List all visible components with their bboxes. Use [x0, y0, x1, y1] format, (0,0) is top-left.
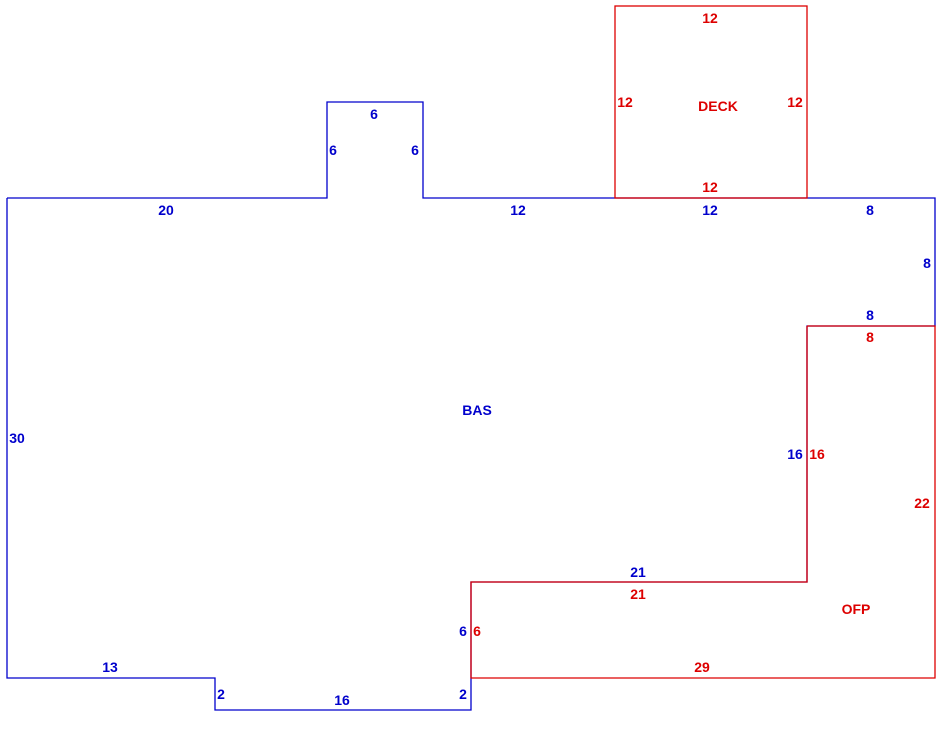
deck-area-label: DECK — [698, 98, 738, 114]
ofp-area-label: OFP — [842, 601, 871, 617]
bas-dim-top-left: 20 — [158, 202, 174, 218]
deck-dim-left: 12 — [617, 94, 633, 110]
deck-dim-right: 12 — [787, 94, 803, 110]
bas-dim-bottom-left: 13 — [102, 659, 118, 675]
bas-dim-top-right: 8 — [866, 202, 874, 218]
bas-area-label: BAS — [462, 402, 492, 418]
bas-dim-right-upper: 8 — [923, 255, 931, 271]
bas-dim-step-vertical: 16 — [787, 446, 803, 462]
ofp-dim-left-upper: 16 — [809, 446, 825, 462]
deck-outline — [614, 5, 808, 199]
deck-dim-bottom: 12 — [702, 179, 718, 195]
deck-dim-top: 12 — [702, 10, 718, 26]
ofp-dim-bottom: 29 — [694, 659, 710, 675]
ofp-dim-left-lower: 6 — [473, 623, 481, 639]
ofp-dim-top: 8 — [866, 329, 874, 345]
bas-dim-bump-top: 6 — [370, 106, 378, 122]
bas-dim-ofp-top: 21 — [630, 564, 646, 580]
bas-dim-top-mid: 12 — [510, 202, 526, 218]
bas-dim-ofp-vertical: 6 — [459, 623, 467, 639]
bas-dim-notch-left: 2 — [217, 686, 225, 702]
bas-dim-bump-left: 6 — [329, 142, 337, 158]
ofp-dim-right: 22 — [914, 495, 930, 511]
bas-dim-top-under-deck: 12 — [702, 202, 718, 218]
bas-dim-step-top: 8 — [866, 307, 874, 323]
bas-dim-bump-right: 6 — [411, 142, 419, 158]
ofp-outline — [470, 325, 936, 679]
ofp-dim-step-top: 21 — [630, 586, 646, 602]
bas-dim-notch-bottom: 16 — [334, 692, 350, 708]
bas-dim-notch-right: 2 — [459, 686, 467, 702]
bas-dim-left: 30 — [9, 430, 25, 446]
